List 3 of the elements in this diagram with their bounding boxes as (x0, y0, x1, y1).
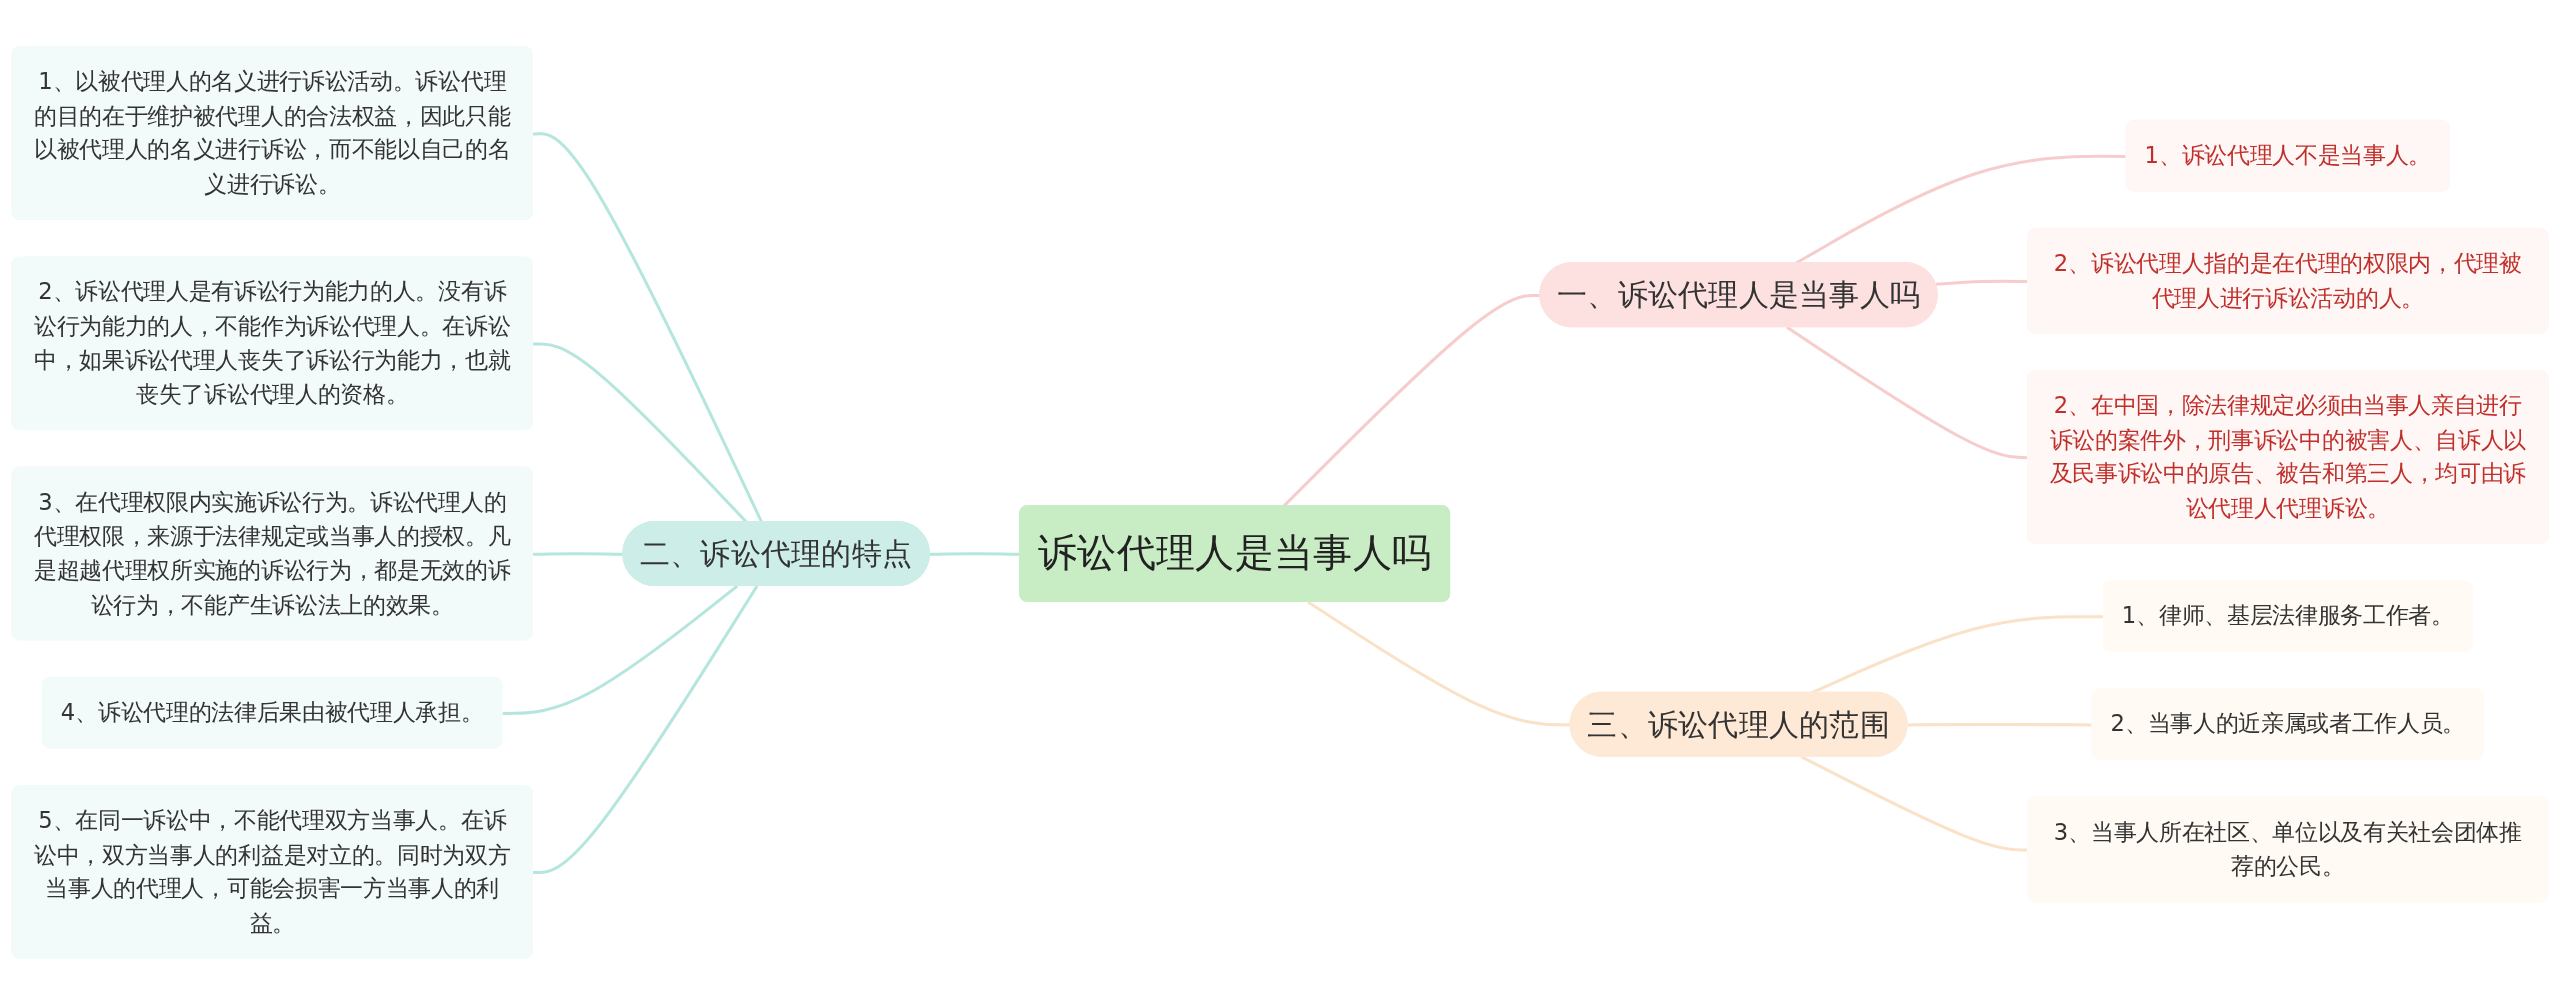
connector (533, 552, 624, 556)
connector (533, 585, 759, 875)
connector (502, 584, 739, 715)
